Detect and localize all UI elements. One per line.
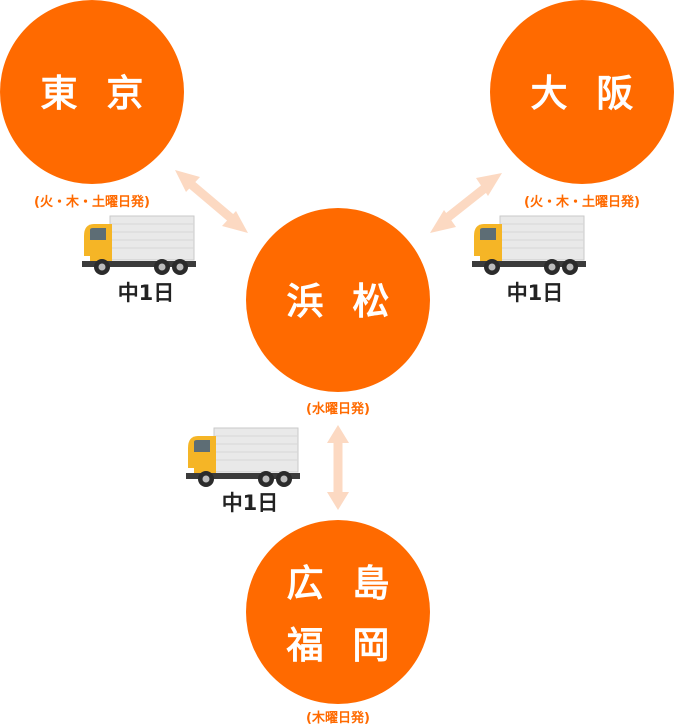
truck-icon [81, 215, 197, 276]
city-label-hamamatsu: 浜 松 [287, 280, 398, 323]
city-label-fukuoka: 福 岡 [286, 624, 398, 667]
schedule-osaka: (火・木・土曜日発) [524, 194, 640, 210]
schedule-hiroshima-fukuoka: (木曜日発) [306, 710, 370, 726]
schedule-tokyo: (火・木・土曜日発) [34, 194, 150, 210]
city-node-hiroshima-fukuoka: 広 島 福 岡 [246, 520, 430, 704]
arrow-tokyo-hamamatsu [175, 170, 248, 233]
arrow-hamamatsu-hiroshima [327, 425, 349, 510]
duration-hamamatsu-hiroshima: 中1日 [222, 491, 279, 515]
city-node-tokyo: 東 京 [0, 0, 184, 184]
city-label-hiroshima: 広 島 [287, 562, 398, 605]
truck-icon [185, 427, 301, 488]
city-label-osaka: 大 阪 [531, 72, 642, 115]
schedule-hamamatsu: (水曜日発) [306, 401, 370, 417]
duration-osaka-hamamatsu: 中1日 [507, 281, 564, 305]
truck-icon [471, 215, 587, 276]
city-label-tokyo: 東 京 [41, 72, 152, 115]
duration-tokyo-hamamatsu: 中1日 [118, 281, 175, 305]
arrow-osaka-hamamatsu [430, 173, 502, 233]
city-node-osaka: 大 阪 [490, 0, 674, 184]
city-node-hamamatsu: 浜 松 [246, 208, 430, 392]
